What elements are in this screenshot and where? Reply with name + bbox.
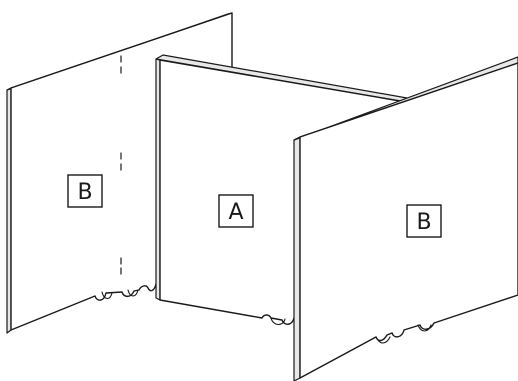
right-side-panel: B xyxy=(293,56,518,381)
right-panel-front-edge xyxy=(293,136,301,381)
right-panel-notch-1 xyxy=(375,336,391,344)
middle-panel-label-box xyxy=(218,194,254,228)
middle-panel-notch xyxy=(270,317,286,326)
middle-panel-label: A xyxy=(228,200,243,225)
right-panel-notch-2 xyxy=(417,324,432,332)
left-panel-notch-1 xyxy=(101,291,113,300)
right-panel-label: B xyxy=(416,210,431,235)
left-panel-label-box xyxy=(67,174,103,208)
left-panel-notch-2 xyxy=(127,289,139,297)
right-panel-top-edge xyxy=(293,56,518,141)
left-panel-label: B xyxy=(77,180,92,205)
right-panel-label-box xyxy=(406,204,442,238)
